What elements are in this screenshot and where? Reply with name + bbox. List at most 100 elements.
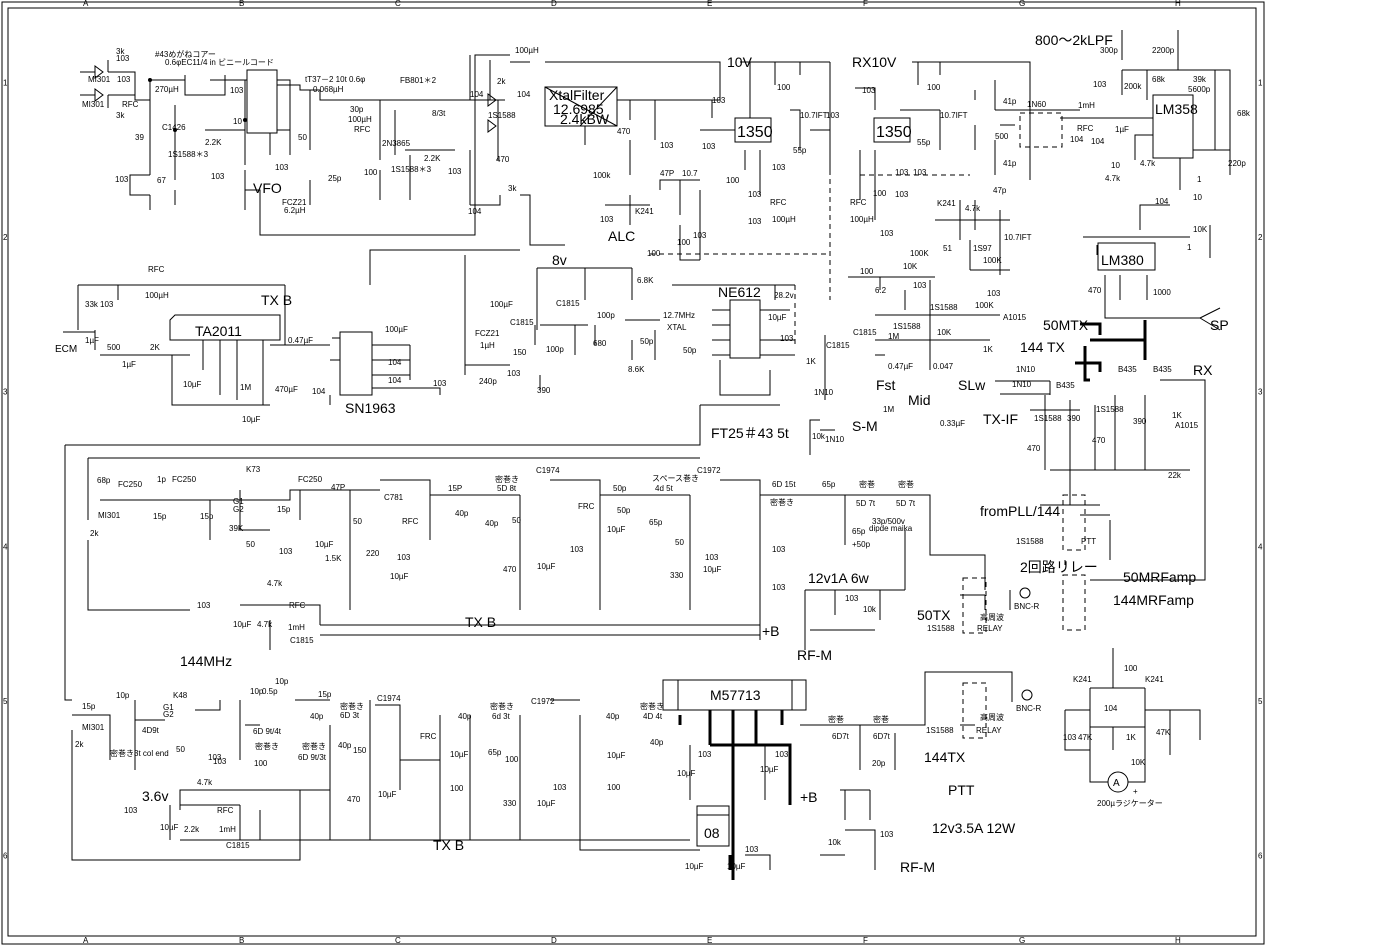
buf-label-104a: 104 [470, 90, 484, 99]
mic-input-label: ECM [55, 344, 77, 355]
xtal-label-103: 103 [660, 141, 674, 150]
t14-part-3: 10p [116, 691, 130, 700]
vfo-label-fcz21: FCZ21 [282, 198, 307, 207]
agc-c-slow: 0.33µF [940, 419, 965, 428]
agc-100k-c: 100K [975, 301, 994, 310]
tx50-part-38: 470 [503, 565, 517, 574]
agc-block: K241 4.7k 47p 10.7IFT 100K 51 1S97 100K … [806, 186, 1032, 455]
t5o-part-7: 33p/500v [872, 517, 905, 526]
vfo-label-50: 50 [298, 133, 307, 142]
tx50-relay-note: 高周波 [980, 612, 1004, 622]
xtal-label-470: 470 [617, 127, 631, 136]
tx50-connector-label: BNC-R [1014, 602, 1040, 611]
agc-1s1588-b: 1S1588 [893, 322, 921, 331]
t14-part-29: FRC [420, 732, 437, 741]
tx50-part-39: 10µF [537, 562, 556, 571]
tr-470-b: 470 [1092, 436, 1106, 445]
agc-1k: 1K [983, 345, 993, 354]
tr-1s1588-b: 1S1588 [1096, 405, 1124, 414]
ptt-switch[interactable]: PTT [1081, 537, 1096, 546]
tx50-relay-diode: 1S1588 [927, 624, 955, 633]
tr-470: 470 [1027, 444, 1041, 453]
tr-390-b: 390 [1133, 417, 1147, 426]
if-label-12: RFC [850, 198, 867, 207]
t14-part-18: 100 [254, 759, 268, 768]
lpf-title: 800〜2kLPF [1035, 32, 1113, 48]
agc-047uf: 0.47µF [888, 362, 913, 371]
tx50-bnc-connector[interactable] [1019, 587, 1031, 599]
xtal-filter-freq: 12.6985 [553, 101, 604, 117]
meter-200ua [1107, 771, 1129, 793]
supply-rx10v: RX10V [852, 54, 897, 70]
vfo-label-103e: 103 [230, 86, 244, 95]
buf-label-2n3865: 2N3865 [382, 139, 411, 148]
agc-51: 51 [943, 244, 952, 253]
mic-supply-label: TX B [261, 292, 292, 308]
det-label-1uf: 1µF [1115, 125, 1129, 134]
label-rx: RX [1193, 362, 1213, 378]
agc-100: 100 [860, 267, 874, 276]
tx50-part-1: MI301 [98, 511, 121, 520]
mic-1uf: 1µF [85, 336, 99, 345]
lpf-ic [1152, 94, 1194, 159]
agc-switch-mid[interactable]: Mid [908, 392, 931, 408]
if-label-8: 103 [748, 190, 762, 199]
grid-col-H-top: H [1175, 0, 1181, 8]
t14-part-17: 密巻き [255, 741, 279, 751]
agc-c1815-b: C1815 [826, 341, 850, 350]
t14-part-36: 100 [505, 755, 519, 764]
tx144-relay-label: 144TX [924, 749, 966, 765]
t5o-part-8: dipde maika [869, 524, 913, 533]
mx-103: 103 [780, 334, 794, 343]
pll-relay-box [1062, 494, 1086, 551]
mic-33k: 33k [85, 300, 99, 309]
agc-10k-b: 10K [937, 328, 952, 337]
agc-switch-fast[interactable]: Fst [876, 377, 896, 393]
vfo-label-2-2k: 2.2K [205, 138, 222, 147]
mic-047uf: 0.47µF [288, 336, 313, 345]
lpf-label-1: 1 [1197, 175, 1202, 184]
tx144-bnc-connector[interactable] [1021, 689, 1033, 701]
tx50-rf-meter: RF-M [797, 647, 832, 663]
t5o-part-10: 10k [863, 605, 877, 614]
t14-part-14: 10p [275, 677, 289, 686]
buf-label-100: 100 [364, 168, 378, 177]
co-50p-b: 50p [683, 346, 697, 355]
tx50-part-35: 密巻き [495, 474, 519, 484]
tx50-part-36: 5D 8t [497, 484, 517, 493]
agc-switch-slow[interactable]: SLw [958, 377, 986, 393]
if-label-14: 103 [862, 86, 876, 95]
af-label-1000: 1000 [1153, 288, 1171, 297]
t14b-2-2k: 2.2k [184, 825, 200, 834]
tr-b435-b: B435 [1118, 365, 1137, 374]
agc-c1815: C1815 [853, 328, 877, 337]
bm-104c: 104 [312, 387, 326, 396]
lpf-label-10-b: 10 [1193, 193, 1202, 202]
lpf-label-5600p: 5600p [1188, 85, 1211, 94]
co-100p: 100p [597, 311, 615, 320]
tx50-out-block: 65p 密巻 5D 7t 密巻 5D 7t 65p +50p 33p/500v … [760, 479, 1040, 663]
tx50-part-50: 330 [670, 571, 684, 580]
mic-1uf-b: 1µF [122, 360, 136, 369]
buf-label-100uh-b: 100µH [515, 46, 539, 55]
if-label-13: 100µH [850, 215, 874, 224]
tx50-part-27: 10µF [233, 620, 252, 629]
tx50-part-44: 50p [613, 484, 627, 493]
grid-col-C-bottom: C [395, 936, 401, 945]
co-c1815-b: C1815 [510, 318, 534, 327]
mixer-block: NE612 28.2v 10µF 103 FT25＃43 5t [65, 253, 830, 446]
ta2011-label: TA2011 [195, 323, 242, 339]
rfm-part-4: 1K [1126, 733, 1136, 742]
pa-part-5: 10µF [727, 862, 746, 871]
tx144-connector-label: BNC-R [1016, 704, 1042, 713]
t14-part-6: K48 [173, 691, 188, 700]
grid-row-2-right: 2 [1258, 233, 1263, 242]
det-label-104b: 104 [1091, 137, 1105, 146]
tx144-relay: RELAY [976, 726, 1002, 735]
if-label-11: 100µH [772, 215, 796, 224]
vfo-label-mi301-2: MI301 [82, 100, 105, 109]
tx50-part-2: 2k [90, 529, 99, 538]
rfm-part-5: 47K [1156, 728, 1171, 737]
lm380-label: LM380 [1101, 252, 1144, 268]
alc-label-100: 100 [677, 238, 691, 247]
